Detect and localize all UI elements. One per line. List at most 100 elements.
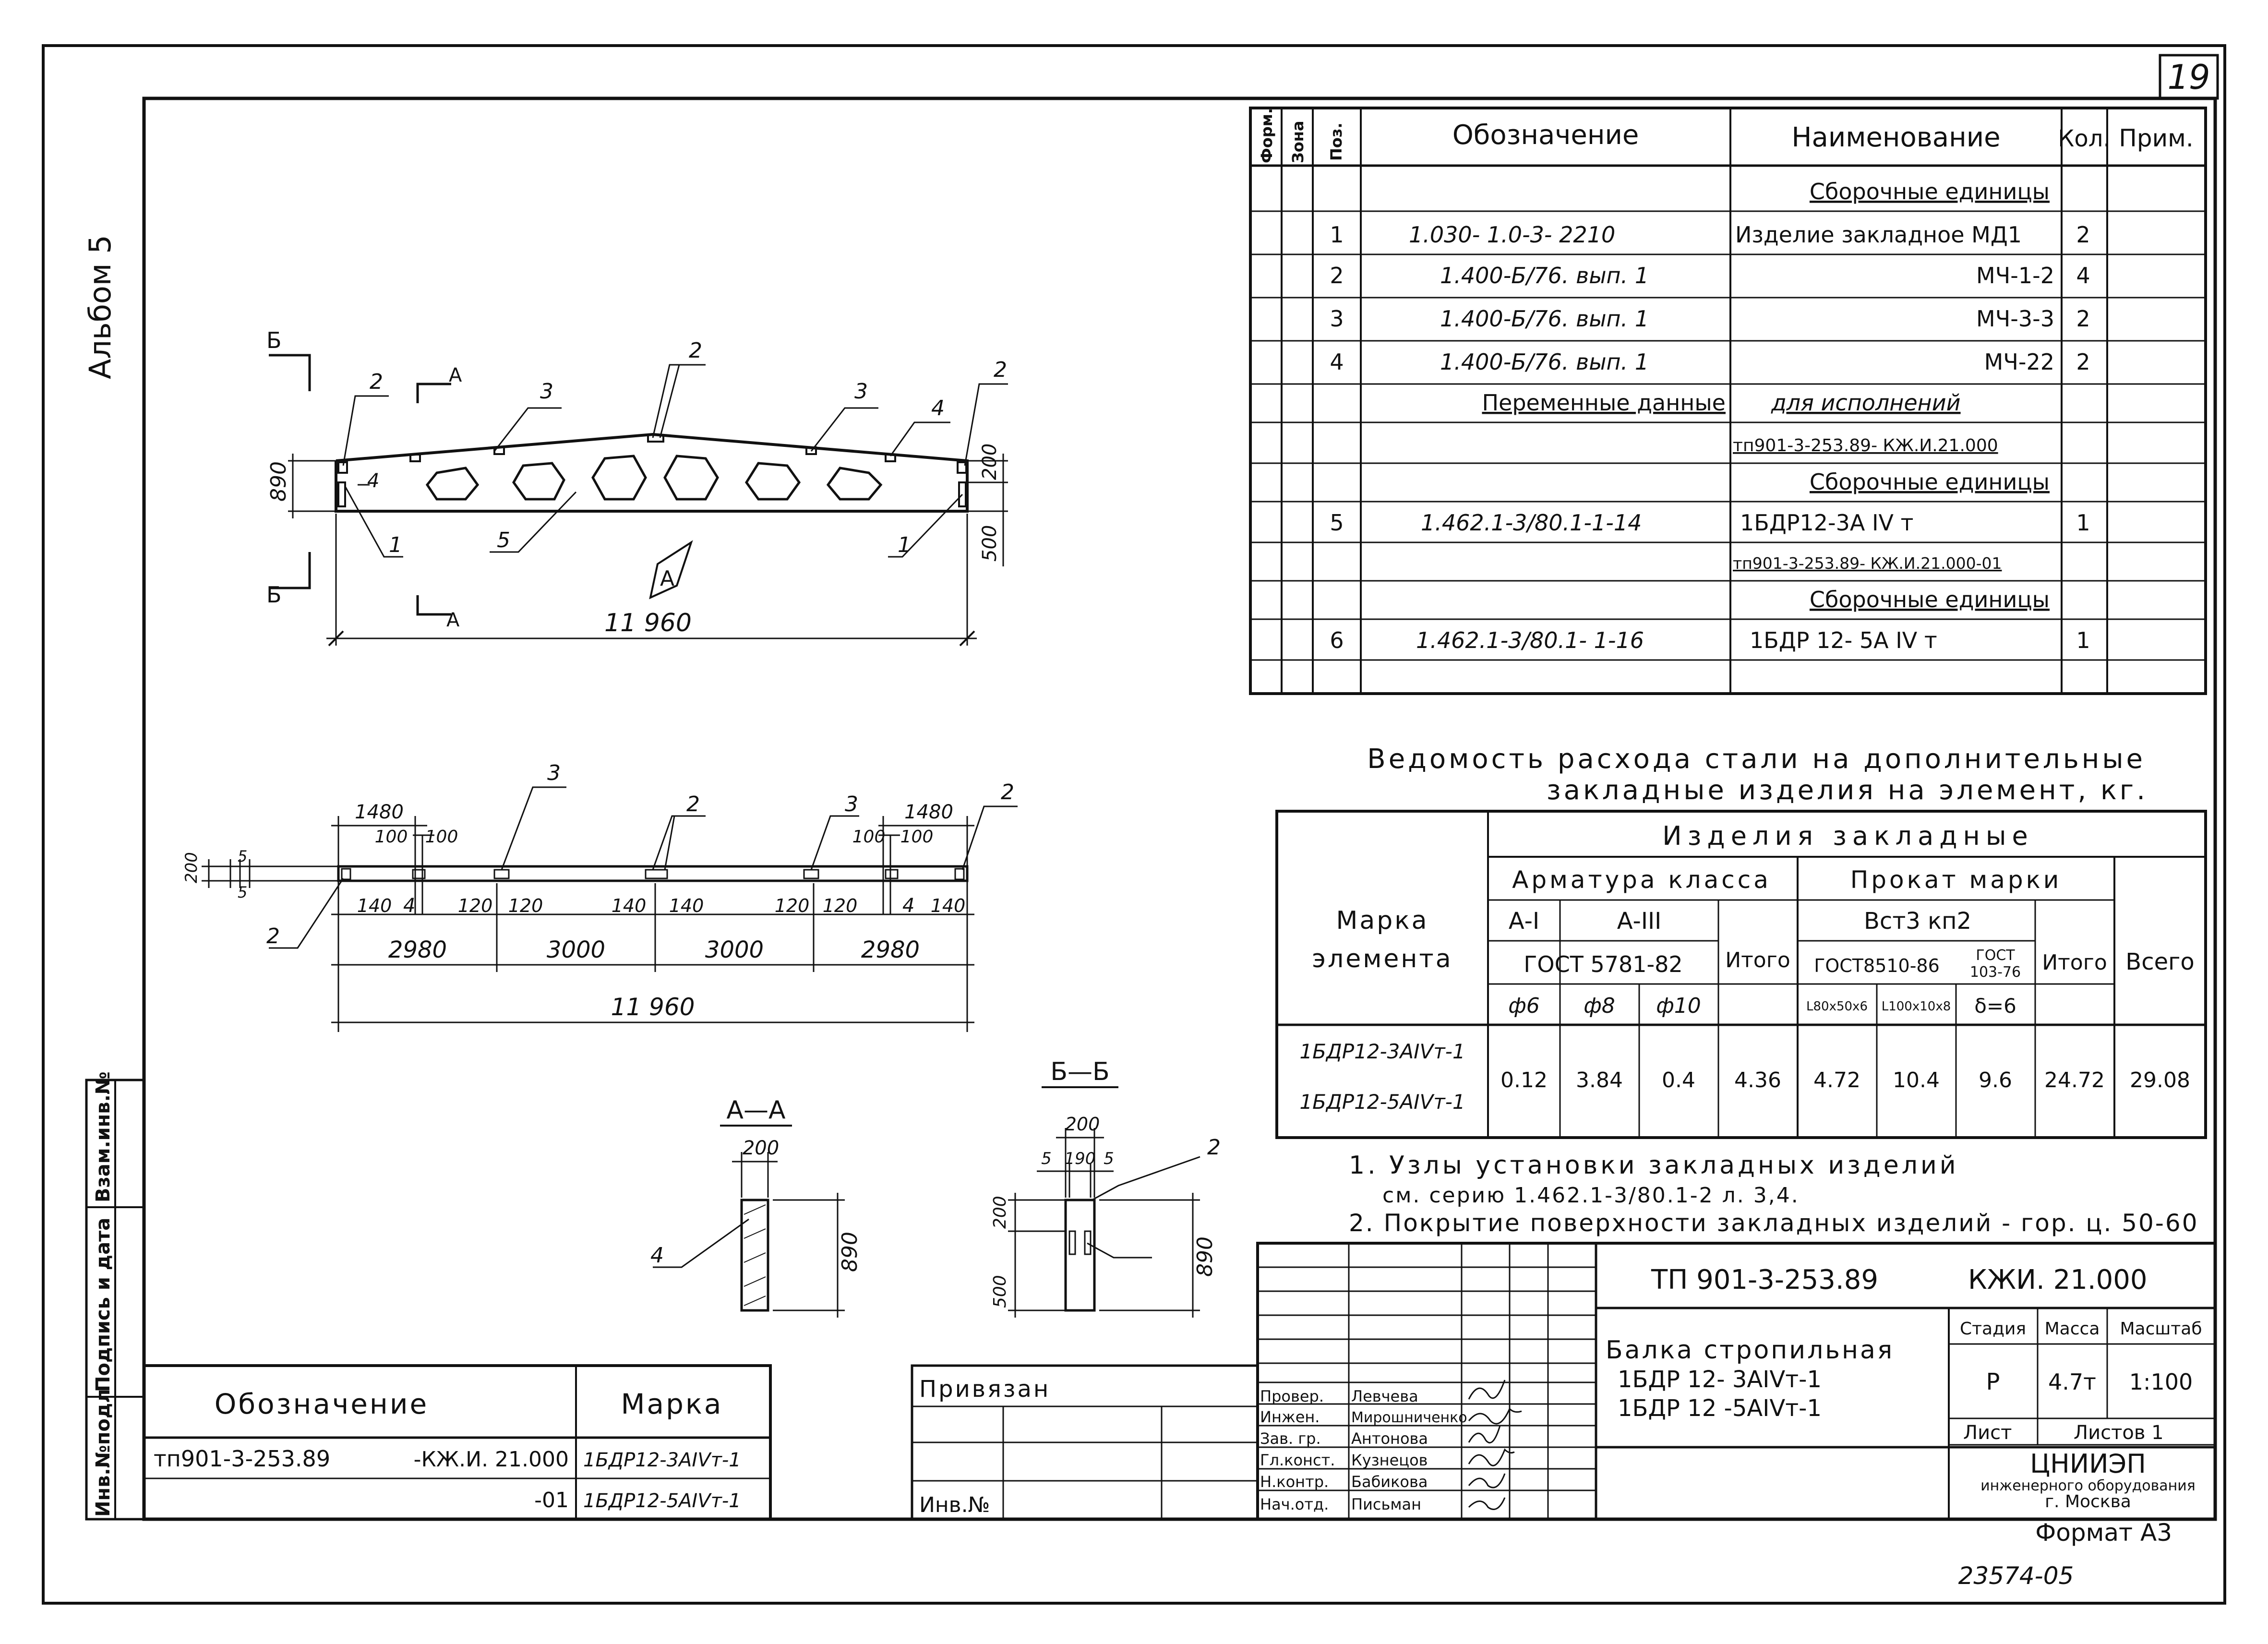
steel-h-gost5781: ГОСТ 5781-82 <box>1524 951 1682 977</box>
bb-d200: 200 <box>1065 1114 1100 1135</box>
aa-d200: 200 <box>743 1137 779 1159</box>
steel-h-gost103b: 103-76 <box>1970 964 2021 981</box>
steel-title-2: закладные изделия на элемент, кг. <box>1547 775 2148 806</box>
tb-name-5: Письман <box>1351 1495 1421 1513</box>
side-sign: Подпись и дата <box>92 1218 114 1392</box>
plan-label-3b: 3 <box>845 792 858 816</box>
spec-r6-name: тп901-3-253.89- КЖ.И.21.000 <box>1733 436 1998 456</box>
bb-d200v: 200 <box>990 1196 1010 1229</box>
mark-h-mark: Марка <box>621 1388 723 1420</box>
tb-title2: 1БДР 12- 3АIVт-1 <box>1618 1366 1822 1393</box>
elev-label-2b: 2 <box>689 338 702 363</box>
tb-stage-h: Стадия <box>1960 1319 2026 1339</box>
spec-table: Форм. Зона Поз. Обозначение Наименование… <box>1249 107 2207 695</box>
inner-frame <box>142 96 2217 1521</box>
spec-r4-qty: 2 <box>2076 349 2090 375</box>
tb-mass-h: Масса <box>2045 1319 2100 1339</box>
bb-d5-a: 5 <box>1041 1149 1052 1168</box>
section-aa-title: А—А <box>726 1096 786 1125</box>
tb-sheets-h: Листов 1 <box>2074 1422 2164 1444</box>
steel-v-7: 24.72 <box>2044 1068 2105 1092</box>
sheet-number: 19 <box>2167 58 2210 97</box>
section-bb: Б—Б 200 5 190 5 500 200 890 2 <box>990 1057 1221 1318</box>
tb-role-5: Нач.отд. <box>1260 1495 1329 1513</box>
spec-r8-pos: 5 <box>1330 510 1344 536</box>
steel-title-1: Ведомость расхода стали на дополнительны… <box>1367 744 2146 775</box>
tb-role-0: Провер. <box>1260 1387 1324 1405</box>
steel-v-4: 4.72 <box>1813 1068 1860 1092</box>
plan-d140-b: 140 <box>612 895 647 916</box>
note-1: 1. Узлы установки закладных изделий <box>1349 1151 1959 1180</box>
dim-h500: 500 <box>979 525 1001 562</box>
spec-r4-pos: 4 <box>1330 349 1344 375</box>
side-strip: Взам.инв.№ Подпись и дата Инв.№подл <box>85 1071 145 1521</box>
mark-h-designation: Обозначение <box>215 1388 429 1420</box>
mark-table: Обозначение Марка тп901-3-253.89 -КЖ.И. … <box>143 1364 772 1521</box>
tb-sheet-h: Лист <box>1963 1422 2012 1444</box>
tb-role-3: Гл.конст. <box>1260 1451 1335 1469</box>
spec-r11-des: 1.462.1-3/80.1- 1-16 <box>1416 627 1644 653</box>
cut-a-top: А <box>449 364 462 386</box>
side-inv: Инв.№подл <box>92 1389 114 1517</box>
plan-d100-d: 100 <box>900 827 934 847</box>
plan-d120-d: 120 <box>823 895 858 916</box>
section-a-flag <box>649 540 693 600</box>
note-1b: см. серию 1.462.1-3/80.1-2 л. 3,4. <box>1382 1183 1800 1208</box>
plan-d120-c: 120 <box>775 895 810 916</box>
tb-scale-h: Масштаб <box>2120 1319 2202 1339</box>
plan-d1480-r: 1480 <box>904 801 953 823</box>
bb-d5-b: 5 <box>1104 1149 1114 1168</box>
tb-name-4: Бабикова <box>1351 1473 1428 1491</box>
steel-h-gost103a: ГОСТ <box>1976 947 2015 964</box>
elev-label-5: 5 <box>497 528 510 552</box>
plan-d140-a: 140 <box>357 895 392 916</box>
spec-r5-name: для исполнений <box>1771 390 1961 416</box>
spec-r8-qty: 1 <box>2076 510 2090 536</box>
bound-label: Привязан <box>919 1376 1050 1403</box>
plan-d120-a: 120 <box>458 895 493 916</box>
cut-b-bottom: Б <box>266 582 282 608</box>
elev-label-1b: 1 <box>898 533 911 557</box>
dim-h200: 200 <box>979 444 1001 480</box>
steel-h-aiii: А-III <box>1617 908 1662 935</box>
mark-r2-doc: -01 <box>534 1488 569 1512</box>
bb-d190: 190 <box>1065 1149 1096 1168</box>
steel-h-d8: ф8 <box>1584 994 1615 1018</box>
plan-d100-a: 100 <box>375 827 408 847</box>
spec-r2-pos: 2 <box>1330 263 1344 288</box>
spec-r11-name: 1БДР 12- 5А IV т <box>1750 627 1937 653</box>
title-block: ТП 901-3-253.89 КЖИ. 21.000 Балка стропи… <box>1256 1242 2217 1521</box>
tb-role-1: Инжен. <box>1260 1408 1320 1426</box>
steel-mark-2: 1БДР12-5АIVт-1 <box>1299 1090 1465 1114</box>
tb-scale: 1:100 <box>2129 1369 2193 1395</box>
aa-label-4: 4 <box>650 1243 664 1268</box>
spec-r8-des: 1.462.1-3/80.1-1-14 <box>1421 510 1642 536</box>
tb-role-4: Н.контр. <box>1260 1473 1329 1491</box>
spec-r11-pos: 6 <box>1330 627 1344 653</box>
dim-h890: 890 <box>266 461 291 502</box>
spec-r11-qty: 1 <box>2076 627 2090 653</box>
plan-s3000-a: 3000 <box>547 936 605 963</box>
plan-d5-a: 5 <box>238 847 247 865</box>
steel-v-6: 9.6 <box>1979 1068 2012 1092</box>
spec-h-designation: Обозначение <box>1452 120 1639 151</box>
beam-plan: 1480 1480 100 100 100 100 200 5 5 140 4 … <box>182 761 1018 1032</box>
section-bb-title: Б—Б <box>1050 1057 1109 1086</box>
mark-r1-mark: 1БДР12-3АIVт-1 <box>583 1449 741 1471</box>
bb-d500: 500 <box>990 1275 1010 1308</box>
plan-d1480-l: 1480 <box>355 801 404 823</box>
plan-s3000-b: 3000 <box>705 936 764 963</box>
steel-h-rolled: Прокат марки <box>1850 866 2062 894</box>
elev-label-4b: 4 <box>931 396 945 420</box>
tb-name-3: Кузнецов <box>1351 1451 1428 1469</box>
spec-r2-qty: 4 <box>2076 263 2090 288</box>
elev-label-2a: 2 <box>370 370 383 394</box>
spec-r1-qty: 2 <box>2076 222 2090 248</box>
spec-r5-des: Переменные данные <box>1482 390 1726 416</box>
spec-r3-qty: 2 <box>2076 306 2090 332</box>
sheet-number-box <box>2159 54 2219 100</box>
tb-name-0: Левчева <box>1351 1387 1418 1405</box>
steel-h-vst: Вст3 кп2 <box>1864 908 1971 935</box>
steel-h-p3: δ=6 <box>1974 994 2016 1018</box>
